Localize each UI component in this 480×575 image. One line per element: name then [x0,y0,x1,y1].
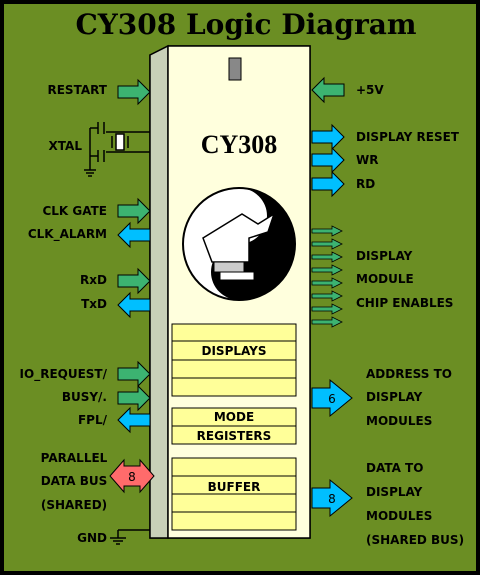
parallel-label: PARALLEL [41,451,108,465]
ground-icon [110,529,150,545]
clk-gate-label: CLK GATE [42,204,107,218]
data-line4: (SHARED BUS) [366,533,464,547]
chip-name: CY308 [201,130,278,159]
address-bus-width: 6 [328,392,336,406]
chip-enables-line2: MODULE [356,272,414,286]
diagram-title: CY308 Logic Diagram [75,8,416,41]
mode-registers-block: MODE REGISTERS [171,407,297,445]
chip-enables-line3: CHIP ENABLES [356,296,453,310]
rxd-label: RxD [80,273,107,287]
vcc-arrow [311,76,345,104]
shared-label: (SHARED) [41,498,107,512]
displays-label: DISPLAYS [202,344,267,358]
wr-arrow [311,146,345,174]
busy-arrow [117,384,151,412]
chip-enable-arrows [311,225,343,328]
data-bus-width: 8 [328,492,336,506]
chip-enables-line1: DISPLAY [356,249,413,263]
data-bus-arrow [311,478,353,518]
registers-label: REGISTERS [197,429,272,443]
rxd-arrow [117,267,151,295]
clk-alarm-arrow [117,221,151,249]
txd-label: TxD [81,297,107,311]
data-line3: MODULES [366,509,432,523]
clk-alarm-label: CLK_ALARM [28,227,107,242]
mode-label: MODE [214,410,254,424]
chip-left-face [149,44,169,539]
io-request-label: IO_REQUEST/ [20,367,108,382]
fpl-label: FPL/ [78,413,108,427]
displays-block: DISPLAYS [171,323,297,397]
buffer-block: BUFFER [171,457,297,531]
display-reset-label: DISPLAY RESET [356,130,460,144]
buffer-label: BUFFER [208,480,261,494]
fpl-arrow [117,406,151,434]
address-line2: DISPLAY [366,390,423,404]
restart-arrow [117,78,151,106]
clk-gate-arrow [117,197,151,225]
busy-label: BUSY/. [62,390,107,404]
crystal-oscillator-icon [84,122,150,177]
txd-arrow [117,291,151,319]
rd-arrow [311,170,345,198]
vcc-label: +5V [356,83,384,97]
display-reset-arrow [311,123,345,151]
rd-label: RD [356,177,375,191]
address-line3: MODULES [366,414,432,428]
chip-notch [228,57,242,81]
address-line1: ADDRESS TO [366,367,452,381]
wr-label: WR [356,153,378,167]
parallel-bus-arrow [109,458,155,494]
xtal-label: XTAL [49,139,83,153]
parallel-bus-width: 8 [128,470,136,484]
address-bus-arrow [311,378,353,418]
gnd-label: GND [77,531,107,545]
yin-yang-logo-icon [182,187,296,301]
restart-label: RESTART [47,83,107,97]
data-line2: DISPLAY [366,485,423,499]
data-bus-label: DATA BUS [41,474,108,488]
data-line1: DATA TO [366,461,423,475]
io-request-arrow [117,360,151,388]
